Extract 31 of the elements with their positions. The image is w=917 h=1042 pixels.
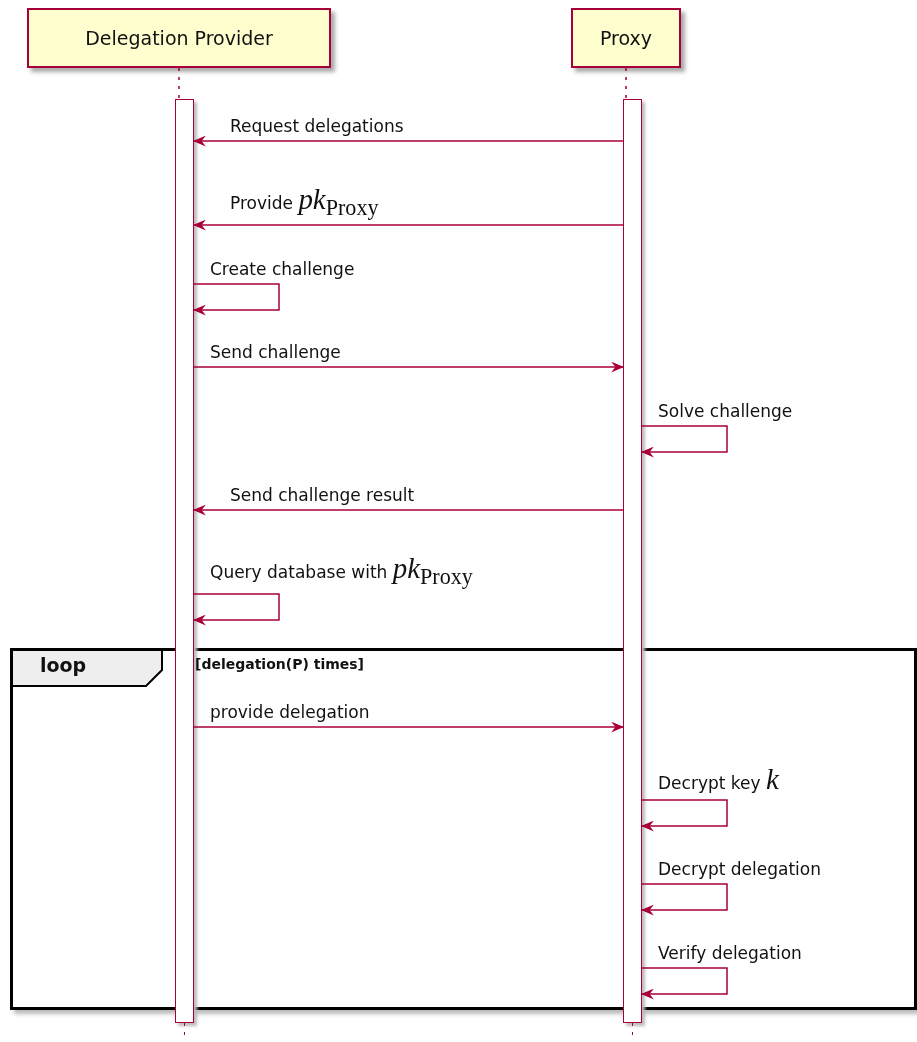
participant-name: Delegation Provider: [85, 27, 273, 49]
message-arrow: [192, 593, 280, 626]
message-arrow: [192, 504, 624, 516]
message-arrow: [640, 799, 728, 832]
lifeline: [178, 67, 180, 100]
message-label: Send challenge result: [230, 487, 415, 504]
lifeline: [625, 67, 627, 100]
message-label: Provide pk$_{Proxy}$: [230, 185, 379, 219]
frame-operator: loop: [40, 654, 87, 676]
participant-box: [27, 8, 331, 68]
message-arrow: [640, 425, 728, 458]
message-label: Request delegations: [230, 118, 404, 135]
participant-name: Proxy: [599, 27, 652, 49]
message-arrow: [640, 883, 728, 916]
message-label: Decrypt key k: [658, 765, 779, 794]
message-label: Decrypt delegation: [658, 861, 821, 878]
message-label: Verify delegation: [658, 945, 802, 962]
message-label: Create challenge: [210, 261, 355, 278]
message-arrow: [192, 135, 624, 147]
activation-bar: [623, 99, 642, 1023]
message-arrow: [193, 721, 625, 733]
message-arrow: [192, 283, 280, 316]
message-label: Query database with pk$_{Proxy}$: [210, 554, 473, 588]
message-label: provide delegation: [210, 704, 370, 721]
message-arrow: [192, 219, 624, 231]
message-label: Solve challenge: [658, 403, 793, 420]
message-arrow: [640, 967, 728, 1000]
message-arrow: [193, 361, 625, 373]
message-label: Send challenge: [210, 344, 341, 361]
participant-box: [571, 8, 681, 68]
activation-bar: [175, 99, 194, 1023]
